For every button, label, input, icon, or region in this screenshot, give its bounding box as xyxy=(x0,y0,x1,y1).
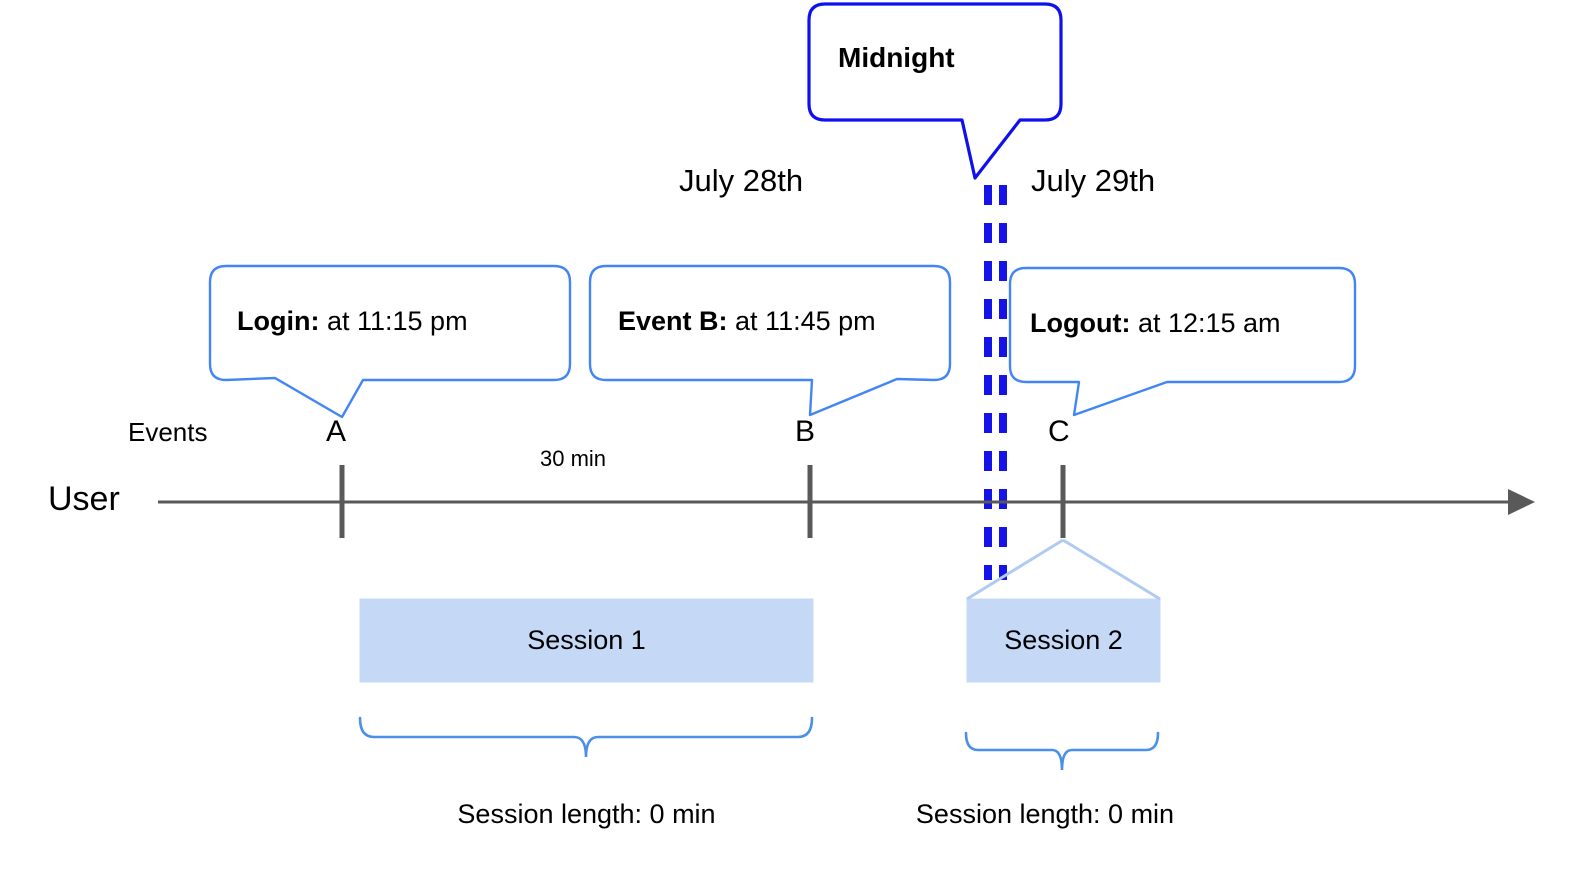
session-2-brace xyxy=(964,731,1160,771)
event-marker-label-a: A xyxy=(326,415,347,448)
event-marker-label-b: B xyxy=(795,415,816,448)
logout-callout-value: at 12:15 am xyxy=(1130,308,1281,338)
user-timeline-axis xyxy=(158,489,1535,515)
login-callout-value: at 11:15 pm xyxy=(319,306,468,336)
logout-callout-text: Logout: at 12:15 am xyxy=(1030,310,1281,337)
login-callout-text: Login: at 11:15 pm xyxy=(237,308,468,335)
session-1-label: Session 1 xyxy=(527,625,646,655)
session-1-brace xyxy=(358,716,814,758)
event-b-callout-shape xyxy=(588,264,952,417)
session-2-bar-shape xyxy=(966,538,1161,683)
event-b-callout-text: Event B: at 11:45 pm xyxy=(618,308,876,335)
event-tick-marks xyxy=(339,465,1066,538)
session-1-bar-shape xyxy=(359,598,814,683)
login-callout-label: Login: xyxy=(237,306,320,336)
logout-callout-shape xyxy=(1008,266,1357,417)
midnight-callout-shape xyxy=(807,2,1063,180)
midnight-dashed-lines xyxy=(984,185,1007,580)
date-label-july-28: July 28th xyxy=(679,163,804,198)
logout-callout-label: Logout: xyxy=(1030,308,1131,338)
session-2-label: Session 2 xyxy=(1004,625,1123,655)
event-b-callout-label: Event B: xyxy=(618,306,728,336)
session-1-length-label: Session length: 0 min xyxy=(457,799,716,829)
login-callout-shape xyxy=(208,264,572,419)
gap-duration-label: 30 min xyxy=(540,446,607,471)
row-label-user: User xyxy=(48,480,120,518)
session-2-length-label: Session length: 0 min xyxy=(915,799,1175,829)
midnight-label: Midnight xyxy=(838,42,955,73)
date-label-july-29: July 29th xyxy=(1031,163,1156,198)
row-label-events: Events xyxy=(128,417,208,447)
event-b-callout-value: at 11:45 pm xyxy=(727,306,876,336)
event-marker-label-c: C xyxy=(1048,415,1070,448)
